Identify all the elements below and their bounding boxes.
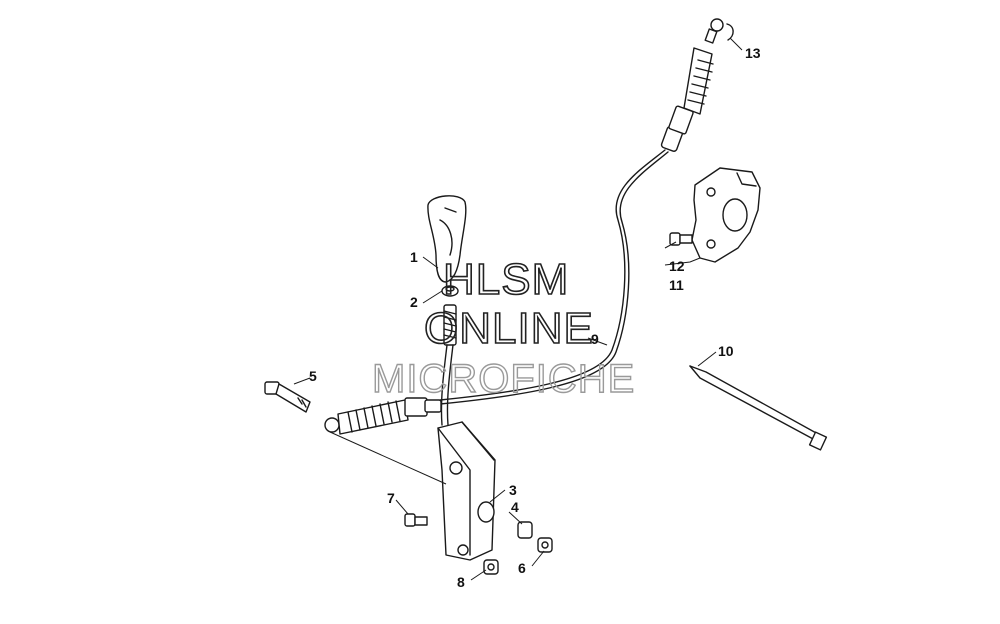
callout-2: 2 (410, 294, 418, 310)
watermark-line-3: MICROFICHE (372, 357, 635, 401)
bushing (517, 521, 533, 539)
cable-upper-end (660, 18, 734, 152)
callout-5: 5 (309, 368, 317, 384)
callout-9: 9 (591, 331, 599, 347)
callout-10: 10 (718, 343, 734, 359)
callout-11: 11 (669, 277, 684, 293)
shift-knob (427, 195, 467, 283)
alignment-line (329, 431, 447, 485)
watermark-line-1: HLSM (443, 255, 569, 304)
callout-6: 6 (518, 560, 526, 576)
cable-bracket (691, 167, 761, 263)
jam-nut (441, 285, 459, 297)
lever-nut (483, 559, 499, 575)
locknut (537, 537, 553, 553)
callout-12: 12 (669, 258, 685, 274)
pivot-bolt (264, 381, 311, 413)
callout-7: 7 (387, 490, 395, 506)
watermark: HLSM ONLINE MICROFICHE (371, 254, 635, 402)
cable-lower-end (324, 397, 442, 435)
callout-8: 8 (457, 574, 465, 590)
shift-lever (437, 421, 496, 561)
callout-1: 1 (410, 249, 418, 265)
callout-3: 3 (509, 482, 517, 498)
callout-labels: 1 2 3 4 5 6 7 8 9 10 11 12 13 (309, 45, 761, 590)
bracket-bolt (669, 232, 693, 246)
cable-tie (689, 365, 828, 451)
lever-bolt (404, 513, 428, 527)
shift-cable (439, 149, 669, 405)
callout-13: 13 (745, 45, 761, 61)
leader-lines (293, 37, 743, 581)
callout-4: 4 (511, 499, 519, 515)
watermark-line-2: ONLINE (424, 304, 594, 353)
shift-rod (440, 304, 457, 426)
